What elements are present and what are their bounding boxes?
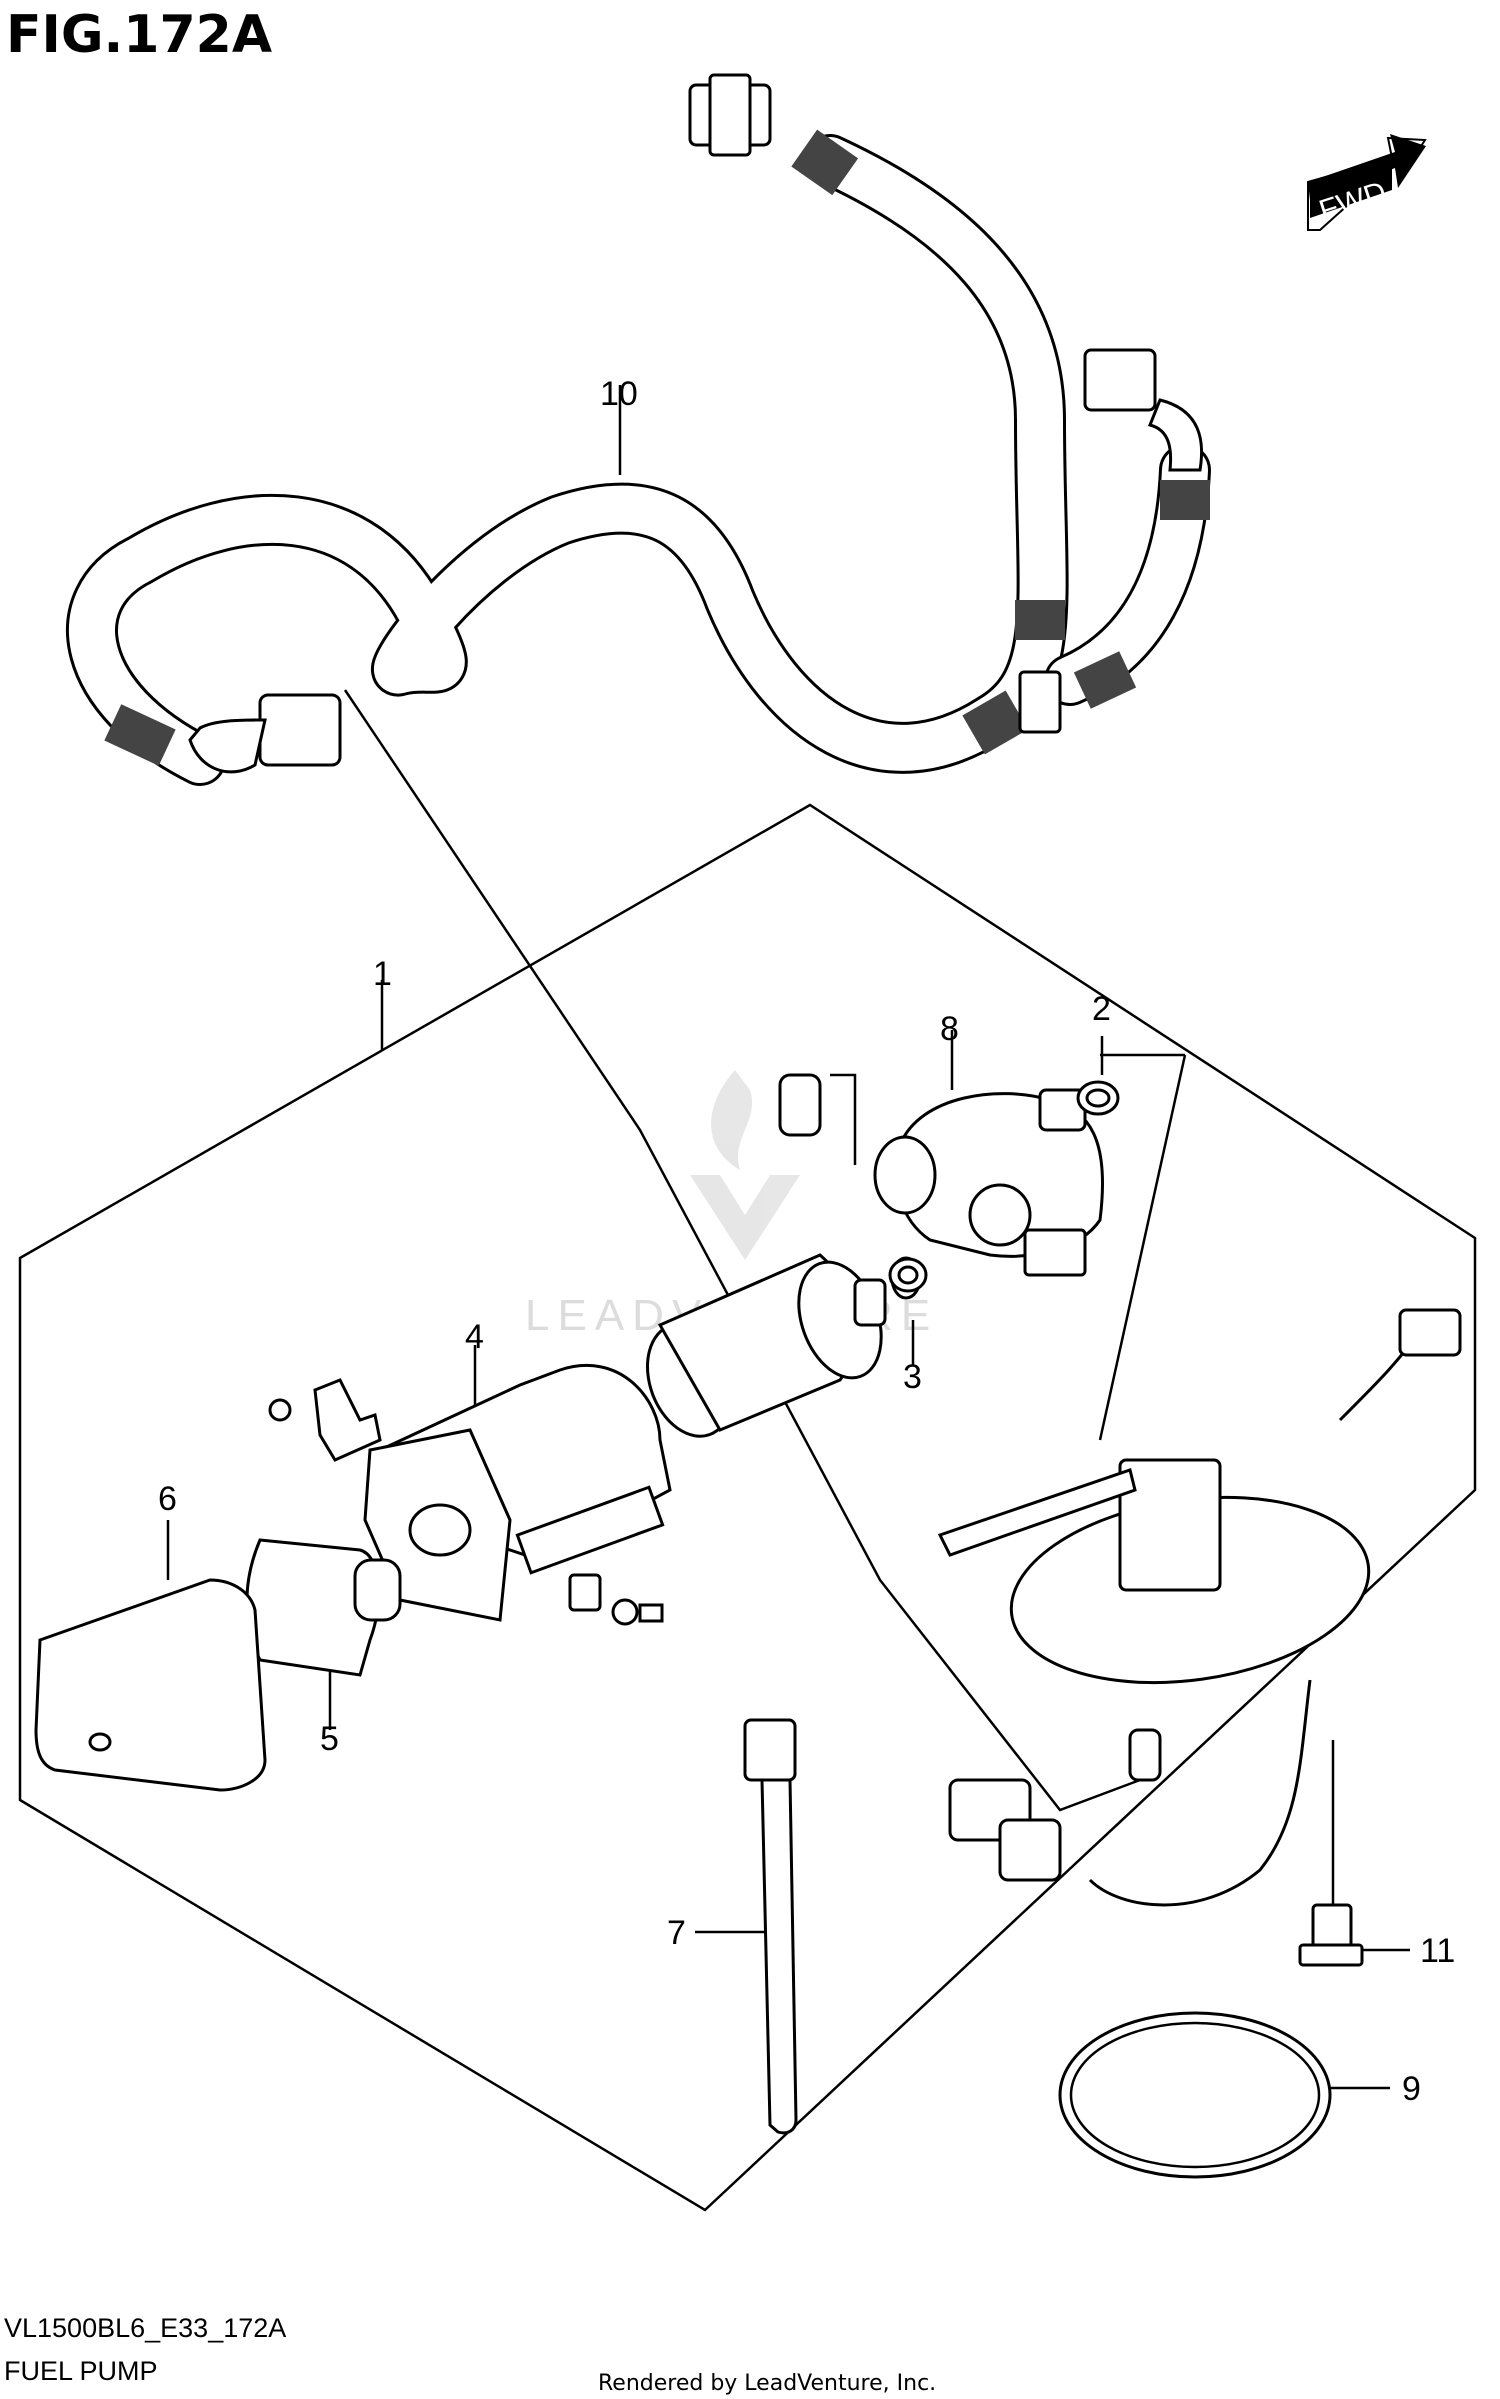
callout-3: 3 <box>903 1358 922 1396</box>
figure-code: VL1500BL6_E33_172A <box>4 2313 286 2343</box>
callout-9: 9 <box>1402 2070 1421 2108</box>
fuel-filter <box>245 1538 402 1677</box>
gasket-ring <box>1058 2011 1332 2179</box>
fuel-pump-body <box>645 1073 1120 1438</box>
callout-5: 5 <box>320 1720 339 1758</box>
bolt <box>1298 1903 1364 1967</box>
callout-8: 8 <box>940 1010 959 1048</box>
fwd-arrow-icon: FWD <box>1307 134 1427 231</box>
callout-4: 4 <box>465 1318 484 1356</box>
callout-labels: 1 2 3 4 5 6 7 8 9 10 11 <box>158 375 1455 2108</box>
figure-name: FUEL PUMP <box>4 2356 158 2386</box>
figure-title: FIG.172A <box>6 5 272 65</box>
callout-11: 11 <box>1420 1932 1455 1970</box>
pump-case <box>268 1363 672 1626</box>
render-credit: Rendered by LeadVenture, Inc. <box>598 2371 936 2396</box>
callout-1: 1 <box>373 955 392 993</box>
callout-6: 6 <box>158 1480 177 1518</box>
leader-lines <box>166 385 1410 2090</box>
tie-strap <box>743 1718 798 2135</box>
callout-10: 10 <box>600 375 638 413</box>
callout-7: 7 <box>667 1914 686 1952</box>
pump-cover <box>34 1578 267 1792</box>
pump-base-plate <box>937 1308 1462 1907</box>
fuel-hose-assembly <box>66 73 1211 786</box>
kit-outline <box>18 803 1477 2212</box>
callout-2: 2 <box>1092 990 1111 1028</box>
